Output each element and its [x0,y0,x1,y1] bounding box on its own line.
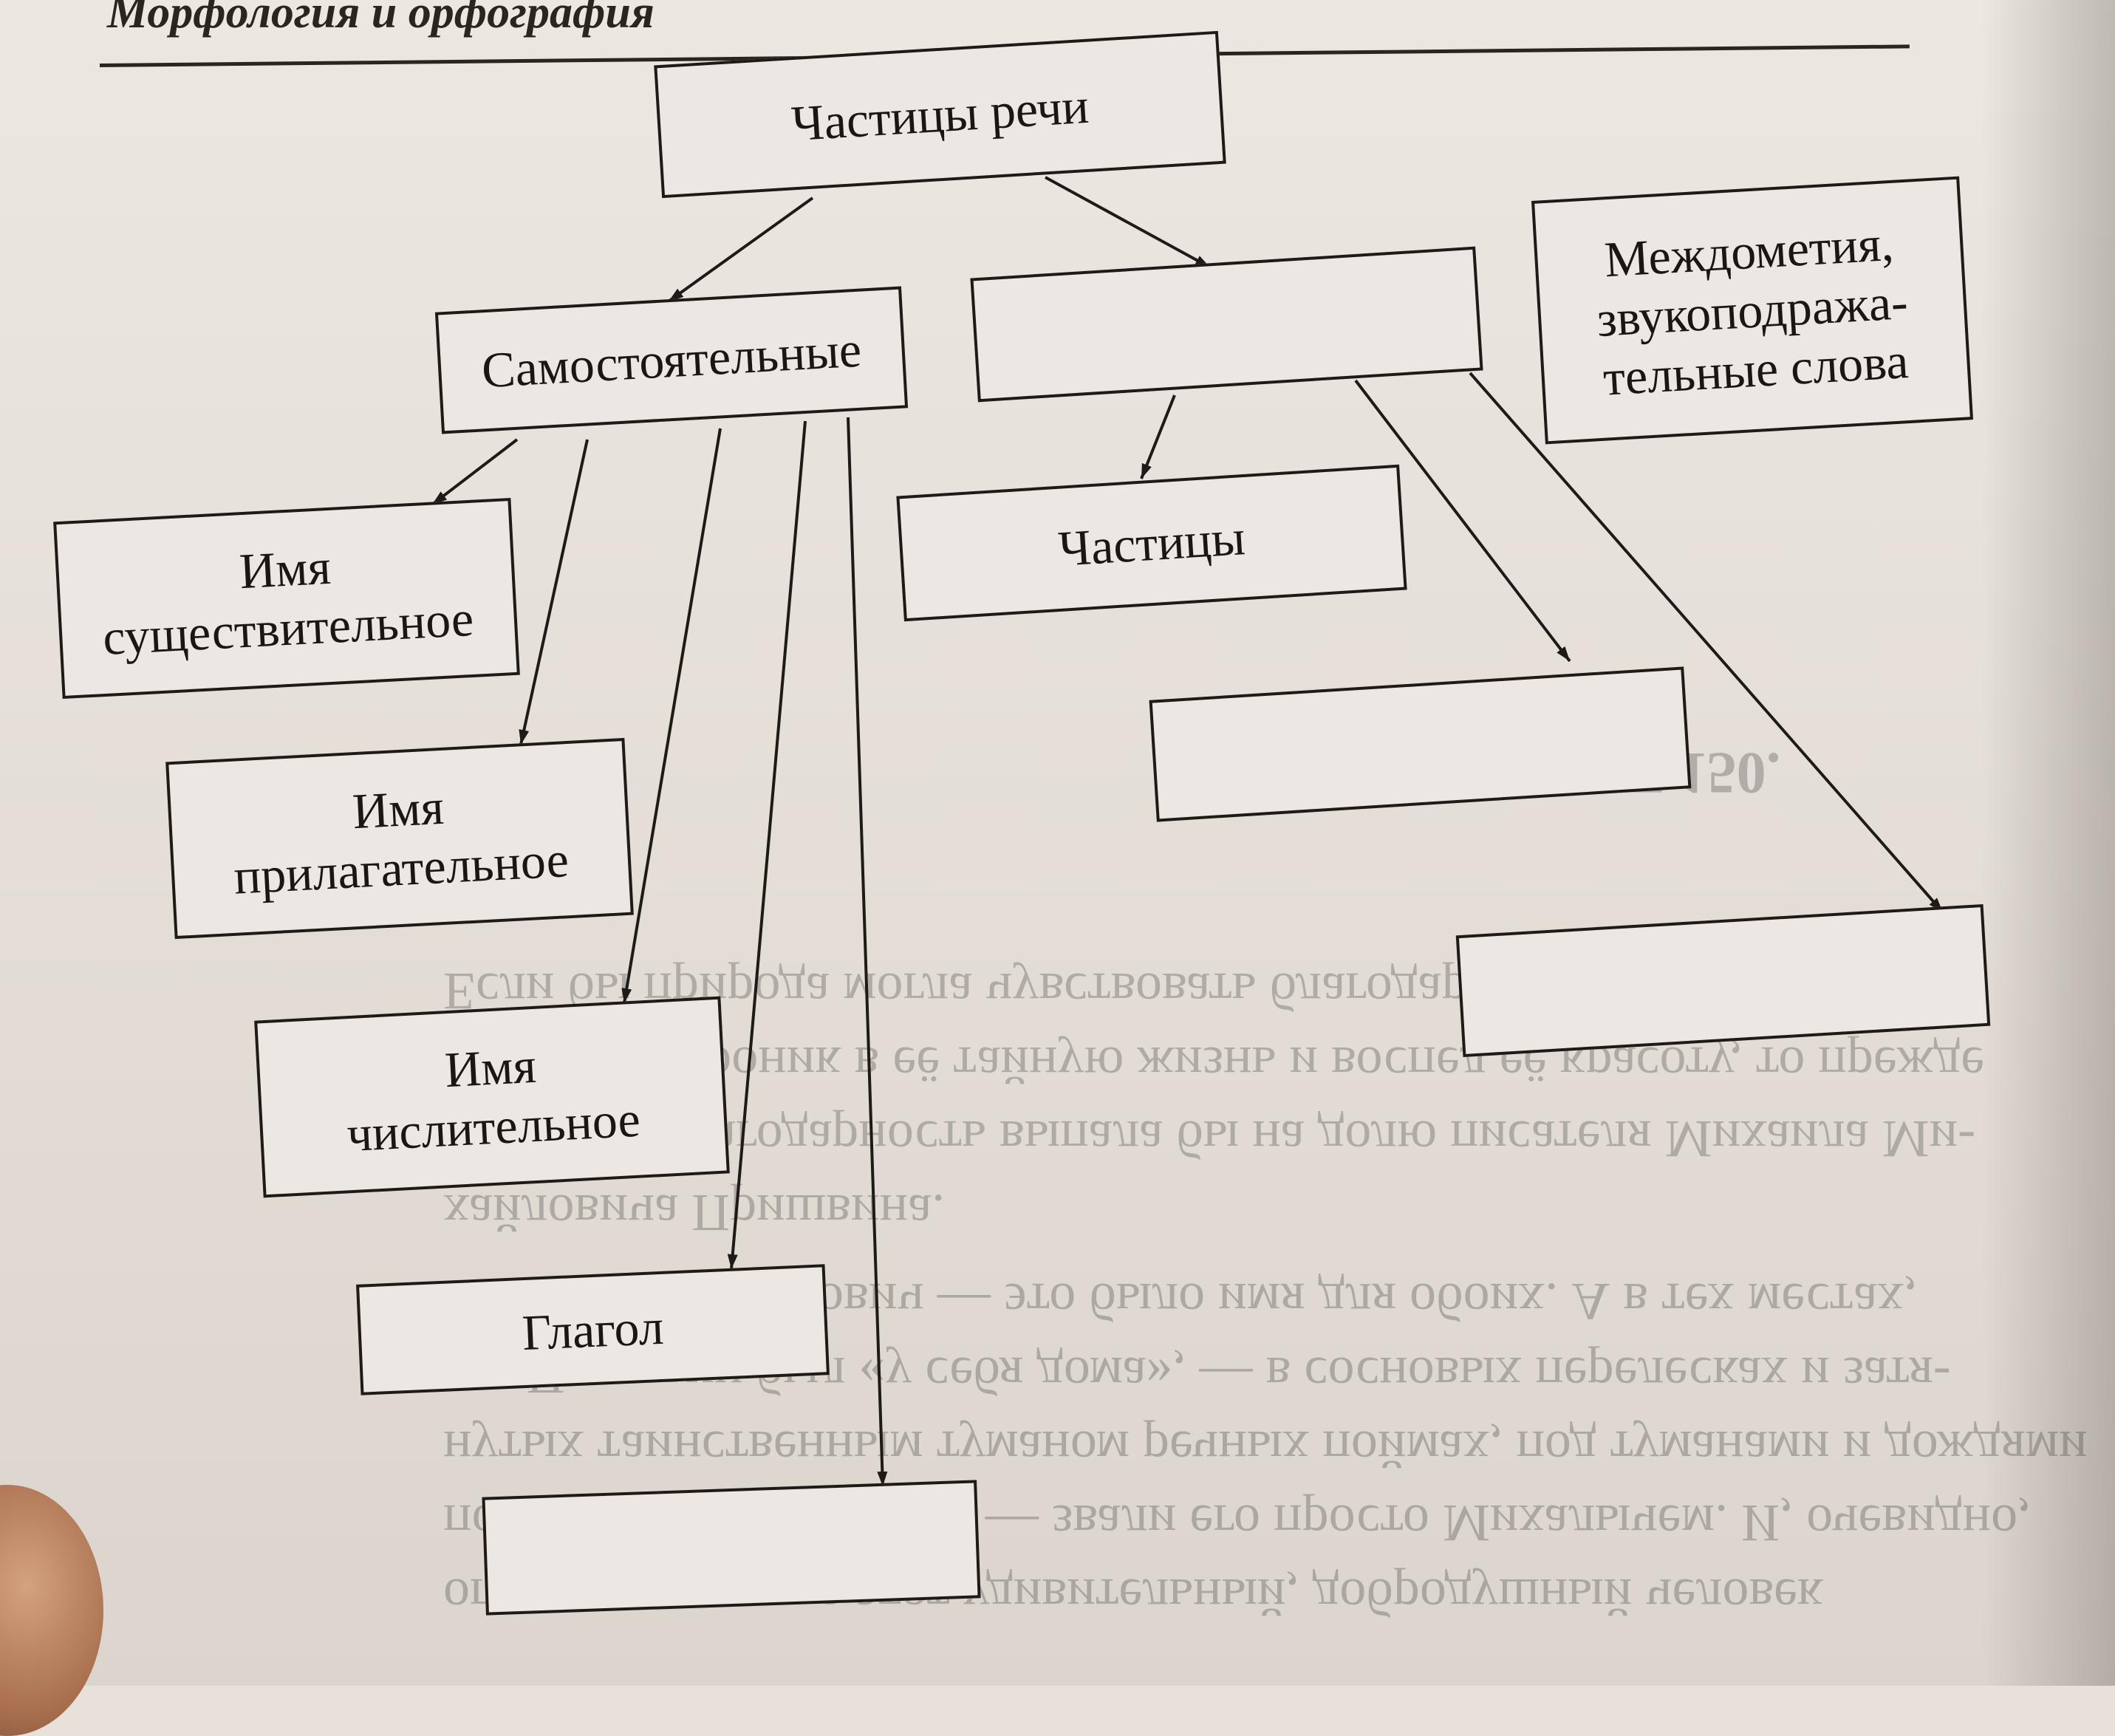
arrow-service-to-particles [1140,394,1176,479]
adjective-line-1: Имя [351,778,445,839]
arrow-service-to-blank-2 [1469,372,1944,914]
numeral-box: Имя числительное [254,996,730,1198]
arrow-service-to-blank-1 [1354,379,1571,663]
arrow-independent-to-noun [431,438,519,506]
verb-box: Глагол [356,1264,830,1395]
adjective-line-2: прилагательное [232,831,570,905]
diagram-arrows [431,176,1944,1487]
arrow-independent-to-blank [847,417,888,1487]
arrow-independent-to-verb [727,420,807,1270]
blank-independent-box [482,1480,981,1616]
verb-label: Глагол [521,1298,665,1361]
page-edge-shadow [1982,0,2115,1686]
numeral-line-1: Имя [443,1036,538,1098]
arrow-independent-to-adjective [519,439,589,745]
arrow-root-to-service [1045,176,1211,269]
independent-box: Самостоятельные [434,286,909,434]
particles-label: Частицы [1056,509,1247,577]
arrow-independent-to-numeral [621,428,722,1004]
interjections-box: Междометия, звукоподража- тельные слова [1531,176,1974,445]
arrow-root-to-independent [667,197,814,303]
adjective-box: Имя прилагательное [165,737,634,940]
numeral-line-2: числительное [345,1090,642,1163]
noun-line-1: Имя [238,538,332,599]
root-label: Частицы речи [790,77,1090,152]
noun-box: Имя существительное [53,497,520,700]
running-header: Морфология и орфография [107,0,655,38]
noun-line-2: существительное [101,590,475,666]
independent-label: Самостоятельные [480,321,863,399]
